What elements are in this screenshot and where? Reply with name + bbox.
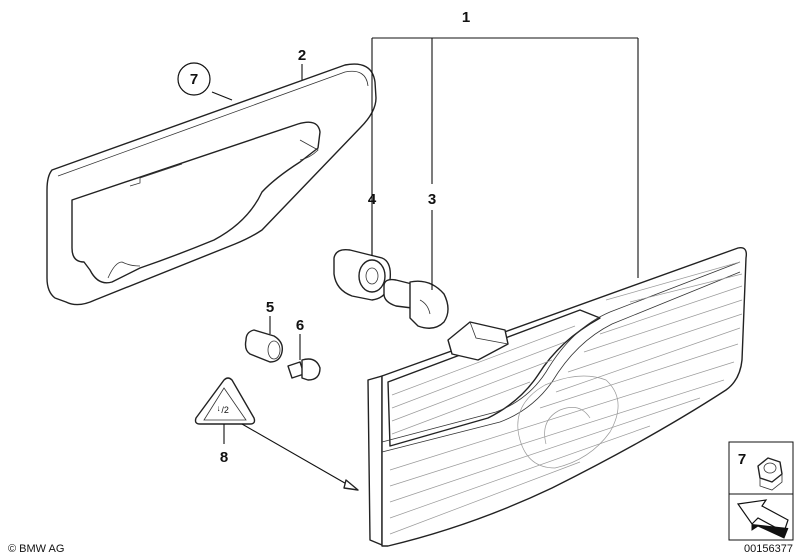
callout-5: 5: [266, 299, 274, 316]
inset-arrow-box: [728, 493, 794, 541]
callout-2: 2: [298, 47, 306, 64]
inset-nut-box: 7: [728, 441, 794, 495]
callout-8: 8: [220, 449, 228, 466]
copyright-text: © BMW AG: [8, 543, 64, 555]
svg-text:ᛍ/2: ᛍ/2: [216, 405, 229, 415]
inset-callout-7: 7: [738, 451, 746, 468]
bulb-large: [383, 278, 449, 329]
bulb-tiny: [287, 358, 321, 381]
callout-7-circle: [177, 62, 211, 96]
diagram-id: 00156377: [744, 543, 793, 555]
gasket-frame: [46, 63, 377, 306]
callout-4: 4: [368, 191, 377, 208]
warning-label: ᛍ/2: [194, 377, 256, 425]
callout-3: 3: [428, 191, 436, 208]
bulb-small: [244, 329, 284, 363]
direction-arrow-icon: [736, 499, 789, 539]
callout-1: 1: [462, 9, 470, 26]
rear-light-housing: [367, 247, 748, 547]
nut-icon: [757, 457, 783, 491]
callout-6: 6: [296, 317, 304, 334]
bulb-holder: [333, 248, 392, 301]
callout-7: 7: [190, 71, 198, 88]
callouts: 1 2 4 3 5 6 8 7: [177, 9, 470, 466]
leader-lines: [211, 37, 639, 491]
